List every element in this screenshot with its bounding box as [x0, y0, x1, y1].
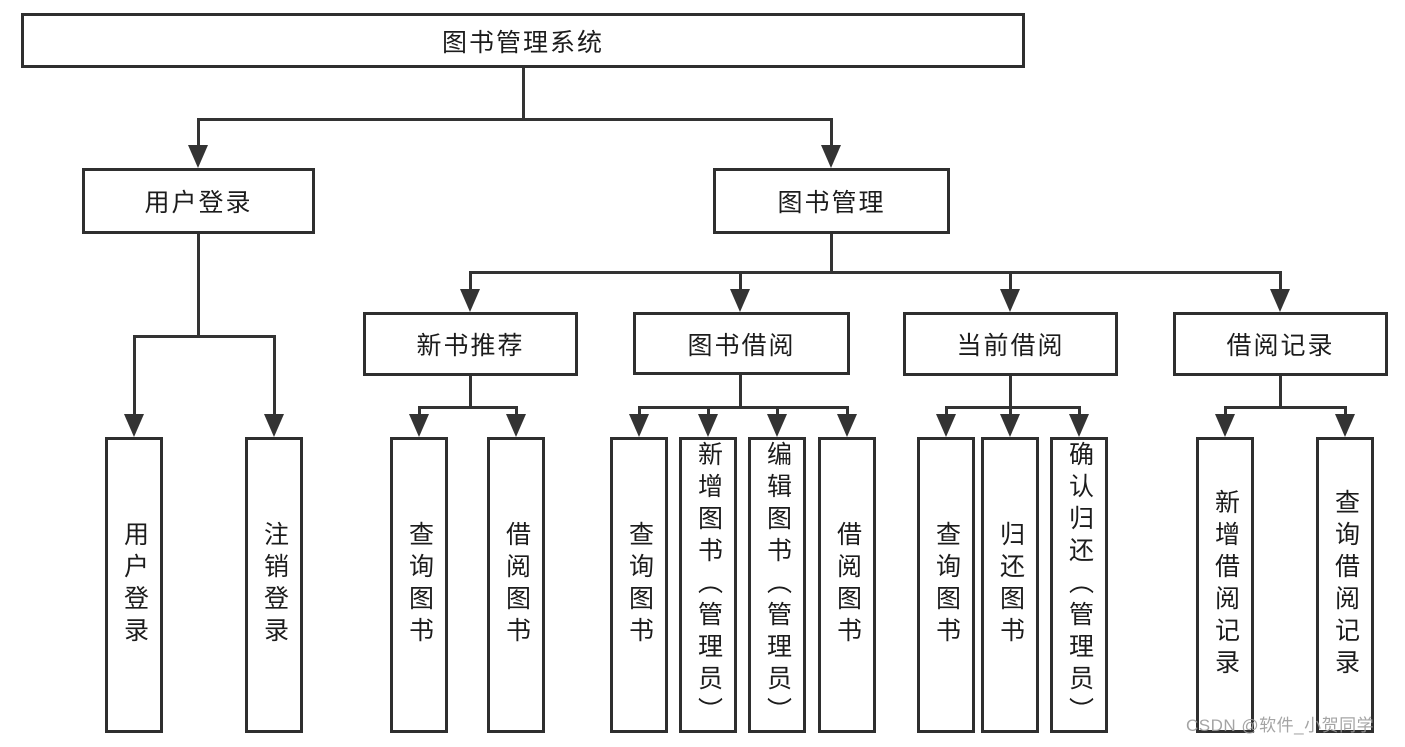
- connector-line: [829, 119, 833, 150]
- node-borrow-book-recommend-label: 借阅图书: [502, 521, 531, 649]
- arrow-down-icon: [1069, 414, 1089, 437]
- connector-line: [944, 405, 1081, 409]
- arrow-down-icon: [1000, 414, 1020, 437]
- arrow-down-icon: [837, 414, 857, 437]
- connector-line: [1077, 406, 1081, 418]
- arrow-down-icon: [698, 414, 718, 437]
- node-query-book-current: 查询图书: [917, 437, 975, 733]
- connector-line: [738, 271, 742, 294]
- node-logout-label: 注销登录: [260, 521, 289, 649]
- connector-line: [132, 334, 276, 338]
- node-user-login-leaf: 用户登录: [105, 437, 163, 733]
- connector-line: [132, 335, 136, 419]
- node-query-book-recommend: 查询图书: [390, 437, 448, 733]
- node-borrow-book-borrowing-label: 借阅图书: [833, 521, 862, 649]
- connector-line: [1223, 405, 1347, 409]
- connector-line: [468, 270, 1282, 274]
- node-user-login: 用户登录: [82, 168, 315, 234]
- node-edit-book-admin-label: 编辑图书（管理员）: [763, 441, 792, 729]
- arrow-down-icon: [124, 414, 144, 437]
- connector-line: [706, 406, 710, 418]
- connector-line: [196, 117, 833, 121]
- node-new-book-recommend-label: 新书推荐: [416, 332, 525, 360]
- connector-line: [1223, 406, 1227, 418]
- node-return-book: 归还图书: [981, 437, 1039, 733]
- node-confirm-return-admin-label: 确认归还（管理员）: [1065, 441, 1094, 729]
- node-query-book-borrowing-label: 查询图书: [625, 521, 654, 649]
- connector-line: [468, 374, 472, 409]
- node-query-book-current-label: 查询图书: [932, 521, 961, 649]
- connector-line: [1008, 271, 1012, 294]
- connector-line: [468, 271, 472, 294]
- node-borrow-book-recommend: 借阅图书: [487, 437, 545, 733]
- node-book-borrowing-label: 图书借阅: [687, 331, 796, 360]
- arrow-down-icon: [821, 145, 841, 168]
- csdn-watermark: CSDN @软件_小贺同学: [1186, 716, 1375, 735]
- node-add-book-admin: 新增图书（管理员）: [679, 437, 737, 733]
- connector-line: [637, 406, 641, 418]
- node-user-login-label: 用户登录: [144, 189, 253, 217]
- connector-line: [196, 119, 200, 150]
- arrow-down-icon: [767, 414, 787, 437]
- node-borrow-book-borrowing: 借阅图书: [818, 437, 876, 733]
- node-current-borrowing: 当前借阅: [903, 312, 1118, 376]
- node-book-management: 图书管理: [713, 168, 950, 234]
- node-book-management-label: 图书管理: [777, 189, 886, 217]
- arrow-down-icon: [1000, 289, 1020, 312]
- node-confirm-return-admin: 确认归还（管理员）: [1050, 437, 1108, 733]
- connector-line: [196, 232, 200, 338]
- node-library-management-system: 图书管理系统: [21, 13, 1025, 68]
- arrow-down-icon: [506, 414, 526, 437]
- arrow-down-icon: [188, 145, 208, 168]
- arrow-down-icon: [409, 414, 429, 437]
- arrow-down-icon: [264, 414, 284, 437]
- connector-line: [738, 373, 742, 409]
- node-query-book-borrowing: 查询图书: [610, 437, 668, 733]
- node-add-book-admin-label: 新增图书（管理员）: [694, 441, 723, 729]
- node-query-borrow-record: 查询借阅记录: [1316, 437, 1374, 733]
- node-new-book-recommend: 新书推荐: [363, 312, 578, 376]
- node-add-borrow-record-label: 新增借阅记录: [1211, 489, 1240, 681]
- node-user-login-leaf-label: 用户登录: [120, 521, 149, 649]
- connector-line: [845, 406, 849, 418]
- node-borrowing-records-label: 借阅记录: [1226, 332, 1335, 360]
- arrow-down-icon: [730, 289, 750, 312]
- arrow-down-icon: [1270, 289, 1290, 312]
- node-add-borrow-record: 新增借阅记录: [1196, 437, 1254, 733]
- connector-line: [514, 406, 518, 418]
- node-edit-book-admin: 编辑图书（管理员）: [748, 437, 806, 733]
- node-borrowing-records: 借阅记录: [1173, 312, 1388, 376]
- connector-line: [944, 406, 948, 418]
- connector-line: [1278, 271, 1282, 294]
- node-query-book-recommend-label: 查询图书: [405, 521, 434, 649]
- connector-line: [417, 405, 518, 409]
- node-return-book-label: 归还图书: [996, 521, 1025, 649]
- arrow-down-icon: [1215, 414, 1235, 437]
- node-query-borrow-record-label: 查询借阅记录: [1331, 489, 1360, 681]
- connector-line: [1008, 406, 1012, 418]
- arrow-down-icon: [629, 414, 649, 437]
- node-logout: 注销登录: [245, 437, 303, 733]
- connector-line: [829, 232, 833, 274]
- connector-line: [637, 405, 849, 409]
- connector-line: [1278, 374, 1282, 409]
- node-library-management-system-label: 图书管理系统: [441, 28, 604, 57]
- connector-line: [1008, 374, 1012, 409]
- node-current-borrowing-label: 当前借阅: [956, 332, 1065, 360]
- connector-line: [1343, 406, 1347, 418]
- connector-line: [521, 65, 525, 121]
- arrow-down-icon: [460, 289, 480, 312]
- connector-line: [417, 406, 421, 418]
- arrow-down-icon: [936, 414, 956, 437]
- connector-line: [272, 335, 276, 419]
- arrow-down-icon: [1335, 414, 1355, 437]
- node-book-borrowing: 图书借阅: [633, 312, 850, 375]
- connector-line: [775, 406, 779, 418]
